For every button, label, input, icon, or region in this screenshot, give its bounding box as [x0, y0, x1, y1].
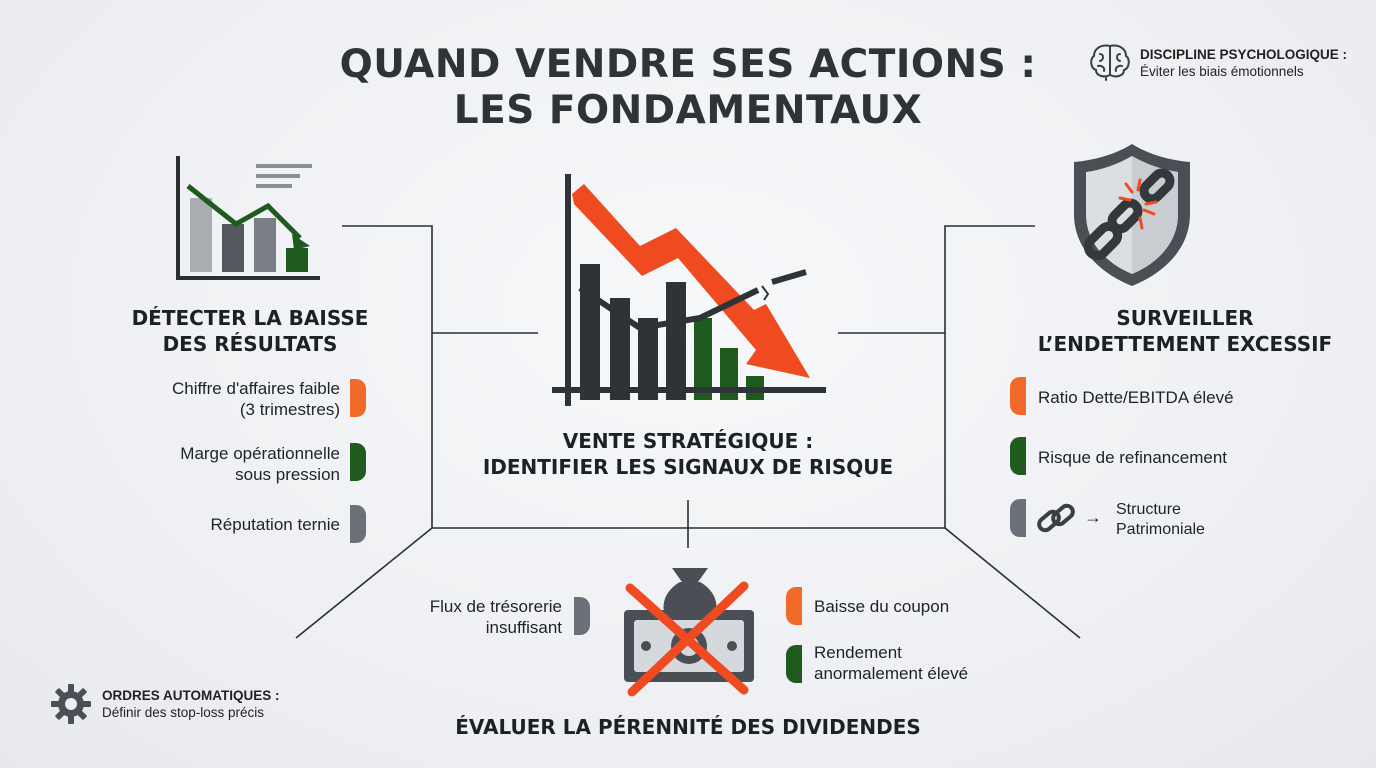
- bottom-item-cashflow-marker: [574, 597, 590, 635]
- left-item-revenue-line2: (3 trimestres): [239, 400, 340, 419]
- page-title-line1: QUAND VENDRE SES ACTIONS :: [339, 42, 1037, 87]
- bottom-item-cashflow-line2: insuffisant: [485, 618, 562, 637]
- right-section-title: SURVEILLER L’ENDETTEMENT EXCESSIF: [1030, 305, 1340, 357]
- falling-bar-chart-icon: [176, 156, 320, 280]
- shield-broken-chain-icon: [1074, 144, 1190, 286]
- right-item-debt-ratio-marker: [1010, 377, 1026, 415]
- page-title: QUAND VENDRE SES ACTIONS : LES FONDAMENT…: [300, 42, 1076, 134]
- right-item-refinancing-marker: [1010, 437, 1026, 475]
- bottom-item-coupon-marker: [786, 587, 802, 625]
- bottom-item-yield: Rendement anormalement élevé: [814, 642, 1074, 684]
- left-title-line1: DÉTECTER LA BAISSE: [131, 306, 369, 330]
- right-item-refinancing: Risque de refinancement: [1038, 447, 1338, 468]
- right-item-debt-ratio-text: Ratio Dette/EBITDA élevé: [1038, 388, 1234, 407]
- bottom-title-text: ÉVALUER LA PÉRENNITÉ DES DIVIDENDES: [455, 715, 921, 739]
- right-item-refinancing-text: Risque de refinancement: [1038, 448, 1228, 467]
- chain-link-icon: [1037, 503, 1075, 533]
- left-item-reputation: Réputation ternie: [80, 514, 340, 535]
- automatic-orders-note: ORDRES AUTOMATIQUES : Définir des stop-l…: [102, 687, 332, 721]
- right-title-line2: L’ENDETTEMENT EXCESSIF: [1037, 332, 1333, 356]
- left-item-margin: Marge opérationnelle sous pression: [80, 443, 340, 485]
- right-item-structure-arrow: →: [1084, 507, 1102, 527]
- center-title-line1: VENTE STRATÉGIQUE :: [562, 429, 814, 453]
- right-item-debt-ratio: Ratio Dette/EBITDA élevé: [1038, 387, 1338, 408]
- bottom-item-coupon-line1: Baisse du coupon: [814, 597, 950, 616]
- left-item-margin-line1: Marge opérationnelle: [180, 444, 340, 463]
- left-item-revenue-marker: [350, 379, 366, 417]
- right-item-structure: Structure Patrimoniale: [1116, 500, 1205, 540]
- gear-icon: [51, 684, 91, 724]
- left-item-margin-line2: sous pression: [235, 465, 340, 484]
- left-section-title: DÉTECTER LA BAISSE DES RÉSULTATS: [110, 305, 390, 357]
- page-title-line2: LES FONDAMENTAUX: [453, 88, 923, 133]
- left-item-reputation-marker: [350, 505, 366, 543]
- right-title-line1: SURVEILLER: [1116, 306, 1254, 330]
- center-title: VENTE STRATÉGIQUE : IDENTIFIER LES SIGNA…: [458, 428, 918, 480]
- psychology-label: DISCIPLINE PSYCHOLOGIQUE :: [1140, 47, 1348, 62]
- automatic-orders-label: ORDRES AUTOMATIQUES :: [102, 688, 280, 703]
- left-item-revenue: Chiffre d'affaires faible (3 trimestres): [80, 378, 340, 420]
- brain-icon: [1090, 44, 1130, 81]
- psychology-note: DISCIPLINE PSYCHOLOGIQUE : Éviter les bi…: [1140, 46, 1370, 80]
- right-item-structure-line1: Structure: [1116, 501, 1181, 518]
- bottom-item-cashflow: Flux de trésorerie insuffisant: [300, 596, 562, 638]
- right-item-structure-marker: [1010, 499, 1026, 537]
- declining-chart-icon: [552, 174, 826, 406]
- left-item-revenue-line1: Chiffre d'affaires faible: [172, 379, 340, 398]
- crossed-money-icon: [624, 568, 754, 697]
- bottom-item-yield-marker: [786, 645, 802, 683]
- right-item-structure-line2: Patrimoniale: [1116, 521, 1205, 538]
- automatic-orders-text: Définir des stop-loss précis: [102, 705, 265, 720]
- left-item-reputation-line1: Réputation ternie: [210, 515, 340, 534]
- center-title-line2: IDENTIFIER LES SIGNAUX DE RISQUE: [482, 455, 894, 479]
- bottom-item-yield-line2: anormalement élevé: [814, 664, 969, 683]
- bottom-section-title: ÉVALUER LA PÉRENNITÉ DES DIVIDENDES: [388, 714, 988, 740]
- left-title-line2: DES RÉSULTATS: [162, 332, 338, 356]
- psychology-text: Éviter les biais émotionnels: [1140, 64, 1304, 79]
- bottom-item-coupon: Baisse du coupon: [814, 596, 1074, 617]
- bottom-item-yield-line1: Rendement: [814, 643, 902, 662]
- left-item-margin-marker: [350, 443, 366, 481]
- bottom-item-cashflow-line1: Flux de trésorerie: [429, 597, 562, 616]
